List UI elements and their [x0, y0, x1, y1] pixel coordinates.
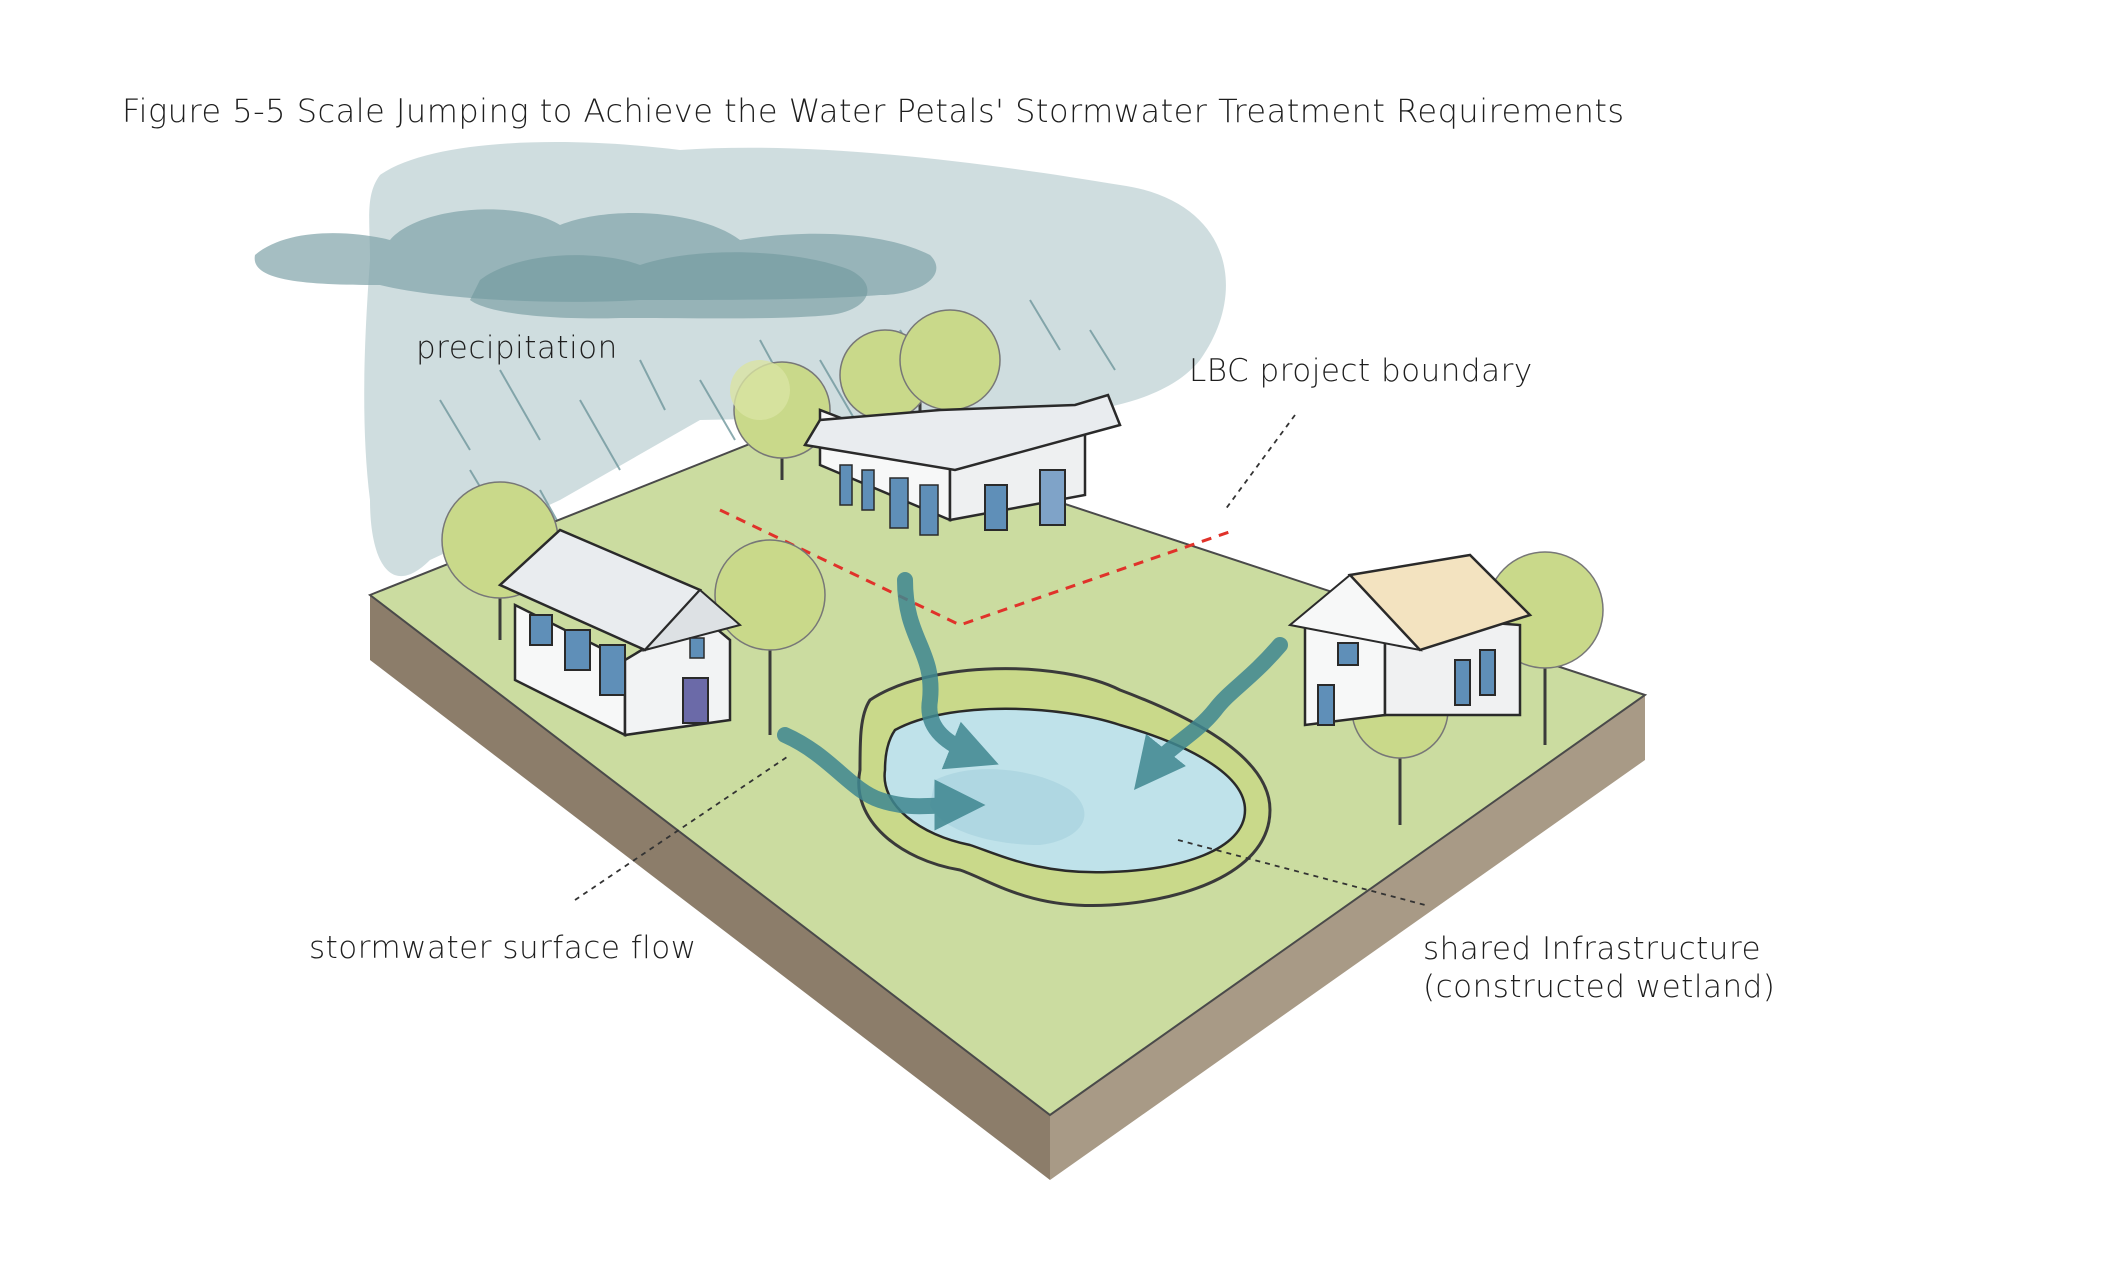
house-right: [1287, 553, 1533, 727]
surface-flow-label: stormwater surface flow: [309, 930, 697, 966]
leader-lines: [574, 414, 1426, 906]
shared-infrastructure-label: shared Infrastructure (constructed wetla…: [1423, 930, 1775, 1006]
precipitation-label: precipitation: [416, 330, 618, 366]
tree-back-left: [730, 360, 831, 480]
stormwater-flow-arrows: [777, 572, 1288, 831]
tree-left-center: [714, 539, 826, 735]
tree-back-center: [839, 309, 1001, 430]
house-left: [497, 528, 743, 738]
shared-infrastructure-line2: (constructed wetland): [1423, 969, 1776, 1005]
project-boundary-label: LBC project boundary: [1189, 353, 1533, 389]
shared-infrastructure-line1: shared Infrastructure: [1423, 931, 1762, 967]
figure-title: Figure 5-5 Scale Jumping to Achieve the …: [122, 92, 1625, 130]
house-back: [802, 393, 1122, 536]
rain-cloud: [254, 142, 1226, 577]
